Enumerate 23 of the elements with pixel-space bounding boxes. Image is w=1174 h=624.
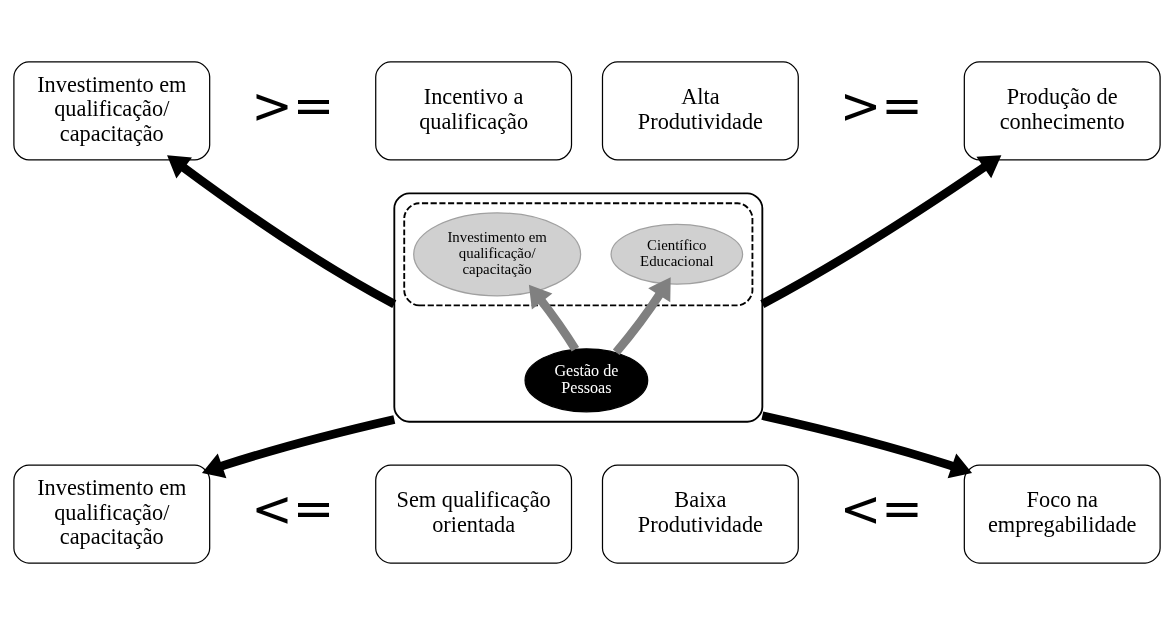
node-ellipse: Gestão de Pessoas [524,347,649,412]
arrow [167,154,397,308]
node-box: Sem qualificação orientada [375,464,573,564]
arrow [612,276,671,355]
arrow [760,154,1002,308]
node-box: Investimento em qualificação/ capacitação [13,464,211,564]
label: <= [839,479,923,538]
node-box: Investimento em qualificação/ capacitação [13,60,211,160]
label: >= [839,76,923,135]
arrow [201,414,396,478]
cluster [403,201,754,306]
node-box: Foco na empregabilidade [963,464,1161,564]
label: >= [251,76,335,135]
node-ellipse: Científico Educacional [610,223,744,285]
node-box: Produção de conhecimento [963,60,1161,160]
label: <= [251,479,335,538]
arrow [528,284,580,352]
node-ellipse: Investimento em qualificação/ capacitação [413,211,582,296]
node-box: Incentivo a qualificação [375,60,573,160]
arrow [761,410,973,478]
node-box: Baixa Produtividade [601,464,799,564]
node-box: Alta Produtividade [601,60,799,160]
cluster [393,191,764,423]
